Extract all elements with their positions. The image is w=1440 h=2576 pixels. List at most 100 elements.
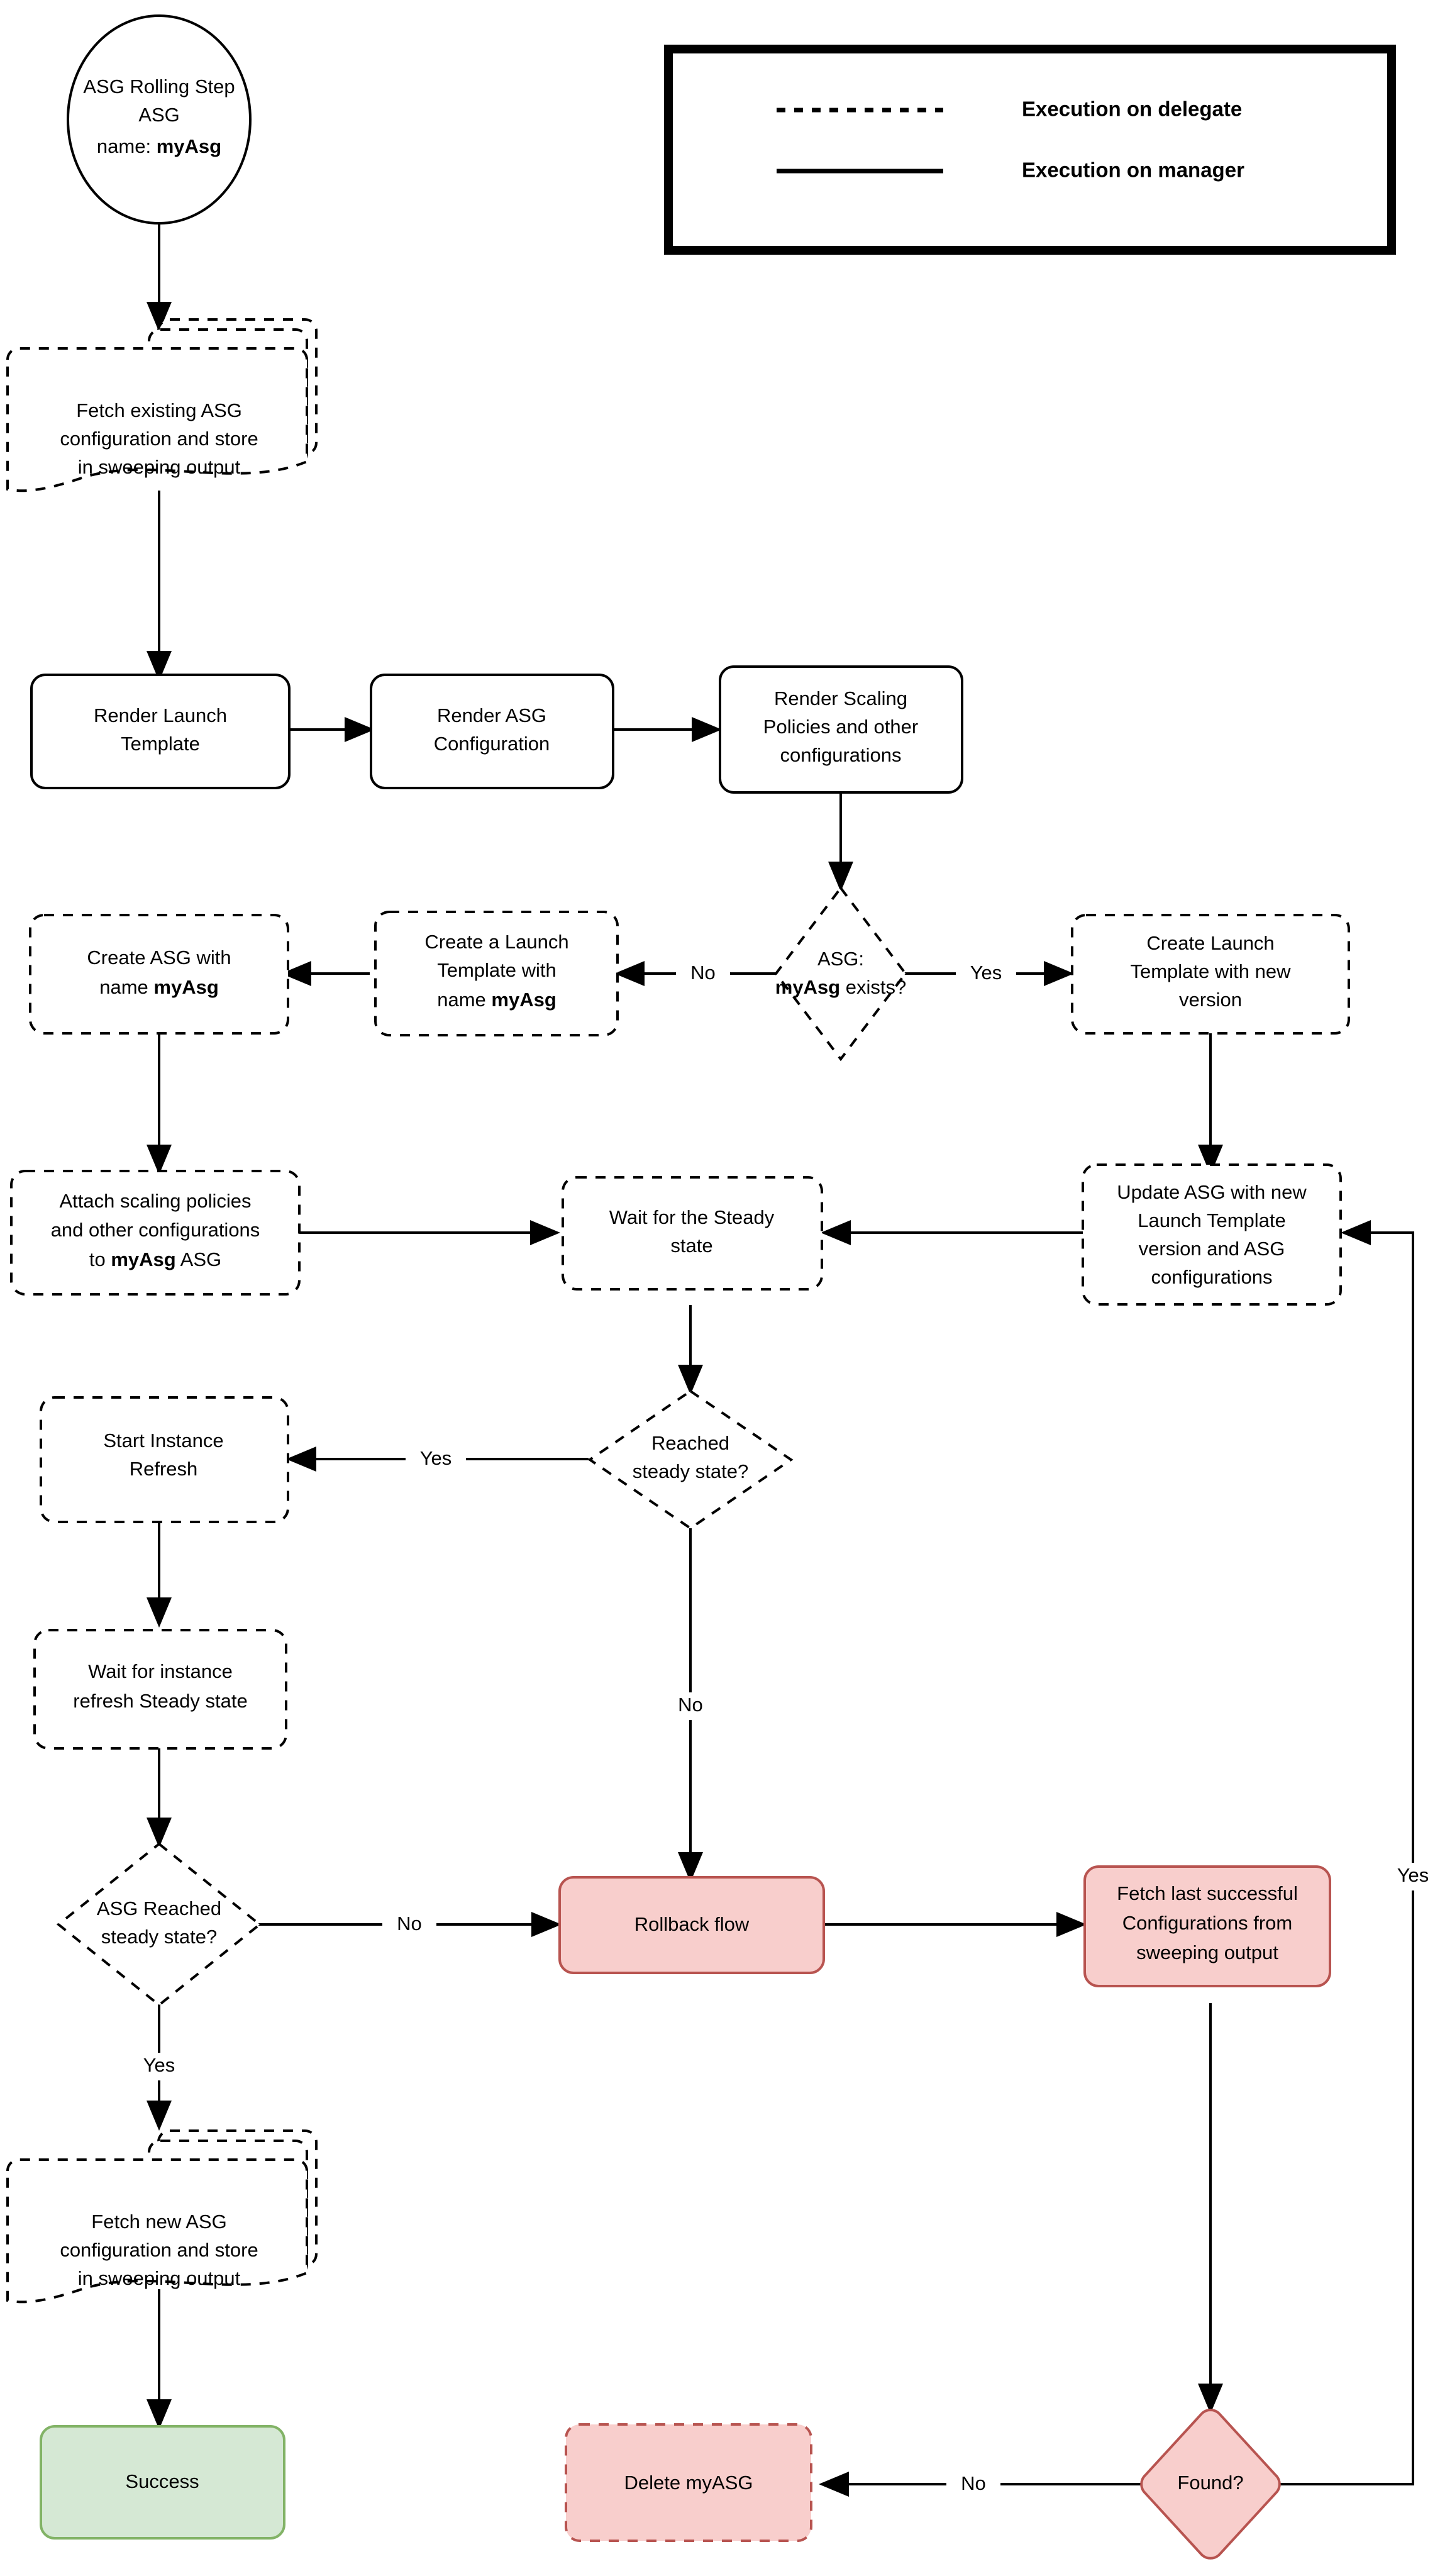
node-found-decision[interactable]: Found? xyxy=(1140,2408,1281,2560)
node-fetch-new-asg[interactable]: Fetch new ASG configuration and store in… xyxy=(6,2129,318,2304)
fetch-new-label-line2: configuration and store xyxy=(60,2239,258,2261)
edge-label-bg-found-no xyxy=(946,2471,1000,2499)
start-ellipse-shape xyxy=(67,14,252,225)
render-scaling-policies-label-line1: Render Scaling xyxy=(774,687,907,709)
create-lt-new-label-line1: Create Launch xyxy=(1146,932,1274,954)
render-scaling-policies-label-line2: Policies and other xyxy=(763,716,918,738)
update-asg-label-line2: Launch Template xyxy=(1138,1209,1286,1231)
node-create-asg[interactable]: Create ASG with name myAsg xyxy=(29,914,289,1035)
fetch-existing-label-line1: Fetch existing ASG xyxy=(76,399,242,421)
wait-steady-label-line2: state xyxy=(670,1235,712,1257)
reached-steady-state-diamond-shape xyxy=(587,1389,794,1530)
node-asg-reached-steady-state-decision[interactable]: ASG Reached steady state? xyxy=(56,1842,262,2007)
render-asg-configuration-label-line2: Configuration xyxy=(434,733,550,755)
asg-reached-label-line2: steady state? xyxy=(101,1926,217,1948)
found-diamond-shape xyxy=(1140,2408,1281,2560)
success-label: Success xyxy=(125,2470,199,2492)
edge-label-bg-reached-no xyxy=(663,1692,717,1720)
edge-label-asg-reached-yes: Yes xyxy=(143,2054,175,2076)
node-rollback-flow[interactable]: Rollback flow xyxy=(558,1876,825,1974)
create-asg-label-line2-bold: myAsg xyxy=(153,976,218,998)
node-success[interactable]: Success xyxy=(40,2425,285,2540)
node-wait-instance-refresh[interactable]: Wait for instance refresh Steady state xyxy=(33,1629,287,1750)
edge-label-asg-exists-yes: Yes xyxy=(970,962,1002,984)
attach-scaling-label-line2: and other configurations xyxy=(51,1219,260,1241)
fetch-last-successful-label-line3: sweeping output xyxy=(1136,1941,1278,1963)
edge-label-reached-yes: Yes xyxy=(420,1447,452,1469)
start-instance-refresh-label-line1: Start Instance xyxy=(103,1430,223,1452)
render-asg-configuration-label-line1: Render ASG xyxy=(437,704,546,726)
edge-found-yes-to-update-asg xyxy=(1280,1220,1414,2485)
create-lt-new-label-line3: version xyxy=(1179,989,1242,1011)
node-render-launch-template[interactable]: Render Launch Template xyxy=(30,674,291,789)
create-asg-label-line1: Create ASG with xyxy=(87,947,231,969)
render-scaling-policies-shape xyxy=(719,665,963,794)
rollback-flow-label: Rollback flow xyxy=(634,1913,750,1935)
fetch-existing-label-line3: in sweeping output xyxy=(78,456,241,478)
fetch-last-successful-shape xyxy=(1083,1865,1331,1987)
asg-exists-label-bold: myAsg xyxy=(775,976,840,998)
fetch-new-label-line1: Fetch new ASG xyxy=(91,2211,226,2233)
delete-myasg-label: Delete myASG xyxy=(624,2472,753,2494)
update-asg-label-line1: Update ASG with new xyxy=(1117,1181,1307,1203)
node-start[interactable]: ASG Rolling Step ASG name: myAsg xyxy=(67,14,252,225)
fetch-last-successful-label-line2: Configurations from xyxy=(1122,1912,1293,1934)
asg-reached-steady-state-diamond-shape xyxy=(56,1842,262,2007)
edge-label-bg-asg-exists-yes xyxy=(956,960,1016,988)
node-attach-scaling-policies[interactable]: Attach scaling policies and other config… xyxy=(10,1170,301,1296)
legend-label-delegate: Execution on delegate xyxy=(1022,97,1242,121)
create-lt-named-label-line2: Template with xyxy=(437,959,557,981)
create-lt-new-label-line2: Template with new xyxy=(1130,960,1291,982)
reached-steady-label-line1: Reached xyxy=(651,1432,729,1454)
legend-label-manager: Execution on manager xyxy=(1022,158,1244,182)
node-update-asg[interactable]: Update ASG with new Launch Template vers… xyxy=(1082,1163,1342,1306)
node-delete-myasg[interactable]: Delete myASG xyxy=(565,2423,812,2542)
start-label-line3-bold: myAsg xyxy=(157,135,221,157)
asg-exists-label-line1: ASG: xyxy=(817,948,864,970)
asg-exists-label-line2: myAsg exists? xyxy=(775,976,906,998)
edge-label-bg-asg-reached-yes xyxy=(129,2053,189,2080)
render-launch-template-label-line2: Template xyxy=(121,733,200,755)
node-wait-steady-state[interactable]: Wait for the Steady state xyxy=(562,1176,823,1291)
start-label-line3: name: myAsg xyxy=(97,135,221,157)
edge-label-bg-asg-exists-no xyxy=(676,960,730,988)
create-asg-label-line2-prefix: name xyxy=(99,976,153,998)
reached-steady-label-line2: steady state? xyxy=(633,1460,748,1482)
update-asg-label-line4: configurations xyxy=(1151,1266,1272,1288)
edge-label-found-no: No xyxy=(961,2472,986,2494)
create-lt-named-label-line3: name myAsg xyxy=(437,989,557,1011)
node-start-instance-refresh[interactable]: Start Instance Refresh xyxy=(40,1396,289,1523)
node-create-launch-template-new-version[interactable]: Create Launch Template with new version xyxy=(1071,914,1350,1035)
render-asg-configuration-shape xyxy=(370,674,614,789)
start-label-line2: ASG xyxy=(138,104,179,126)
node-fetch-existing-asg[interactable]: Fetch existing ASG configuration and sto… xyxy=(6,318,318,492)
create-launch-template-named-shape xyxy=(374,911,619,1036)
render-launch-template-shape xyxy=(30,674,291,789)
node-asg-exists-decision[interactable]: ASG: myAsg exists? xyxy=(774,886,907,1062)
delete-myasg-shape xyxy=(565,2423,812,2542)
asg-reached-label-line1: ASG Reached xyxy=(97,1897,221,1919)
attach-scaling-label-line3: to myAsg ASG xyxy=(89,1248,221,1270)
update-asg-shape xyxy=(1082,1163,1342,1306)
attach-scaling-label-line3-prefix: to xyxy=(89,1248,111,1270)
node-fetch-last-successful[interactable]: Fetch last successful Configurations fro… xyxy=(1083,1865,1331,1987)
rollback-flow-shape xyxy=(558,1876,825,1974)
start-instance-refresh-shape xyxy=(40,1396,289,1523)
attach-scaling-label-line1: Attach scaling policies xyxy=(60,1190,252,1212)
found-label: Found? xyxy=(1177,2472,1243,2494)
wait-instance-refresh-label-line2: refresh Steady state xyxy=(73,1690,247,1712)
node-reached-steady-state-decision[interactable]: Reached steady state? xyxy=(587,1389,794,1530)
node-create-launch-template-named[interactable]: Create a Launch Template with name myAsg xyxy=(374,911,619,1036)
node-render-scaling-policies[interactable]: Render Scaling Policies and other config… xyxy=(719,665,963,794)
asg-exists-diamond-shape xyxy=(774,886,907,1062)
create-lt-named-label-line3-prefix: name xyxy=(437,989,491,1011)
start-label-line3-prefix: name: xyxy=(97,135,157,157)
start-instance-refresh-label-line2: Refresh xyxy=(130,1458,198,1480)
edge-label-asg-exists-no: No xyxy=(690,962,716,984)
attach-scaling-policies-shape xyxy=(10,1170,301,1296)
start-label-line1: ASG Rolling Step xyxy=(83,75,235,97)
edge-label-bg-asg-reached-no xyxy=(382,1911,436,1939)
node-render-asg-configuration[interactable]: Render ASG Configuration xyxy=(370,674,614,789)
edge-label-bg-found-yes xyxy=(1383,1863,1440,1890)
